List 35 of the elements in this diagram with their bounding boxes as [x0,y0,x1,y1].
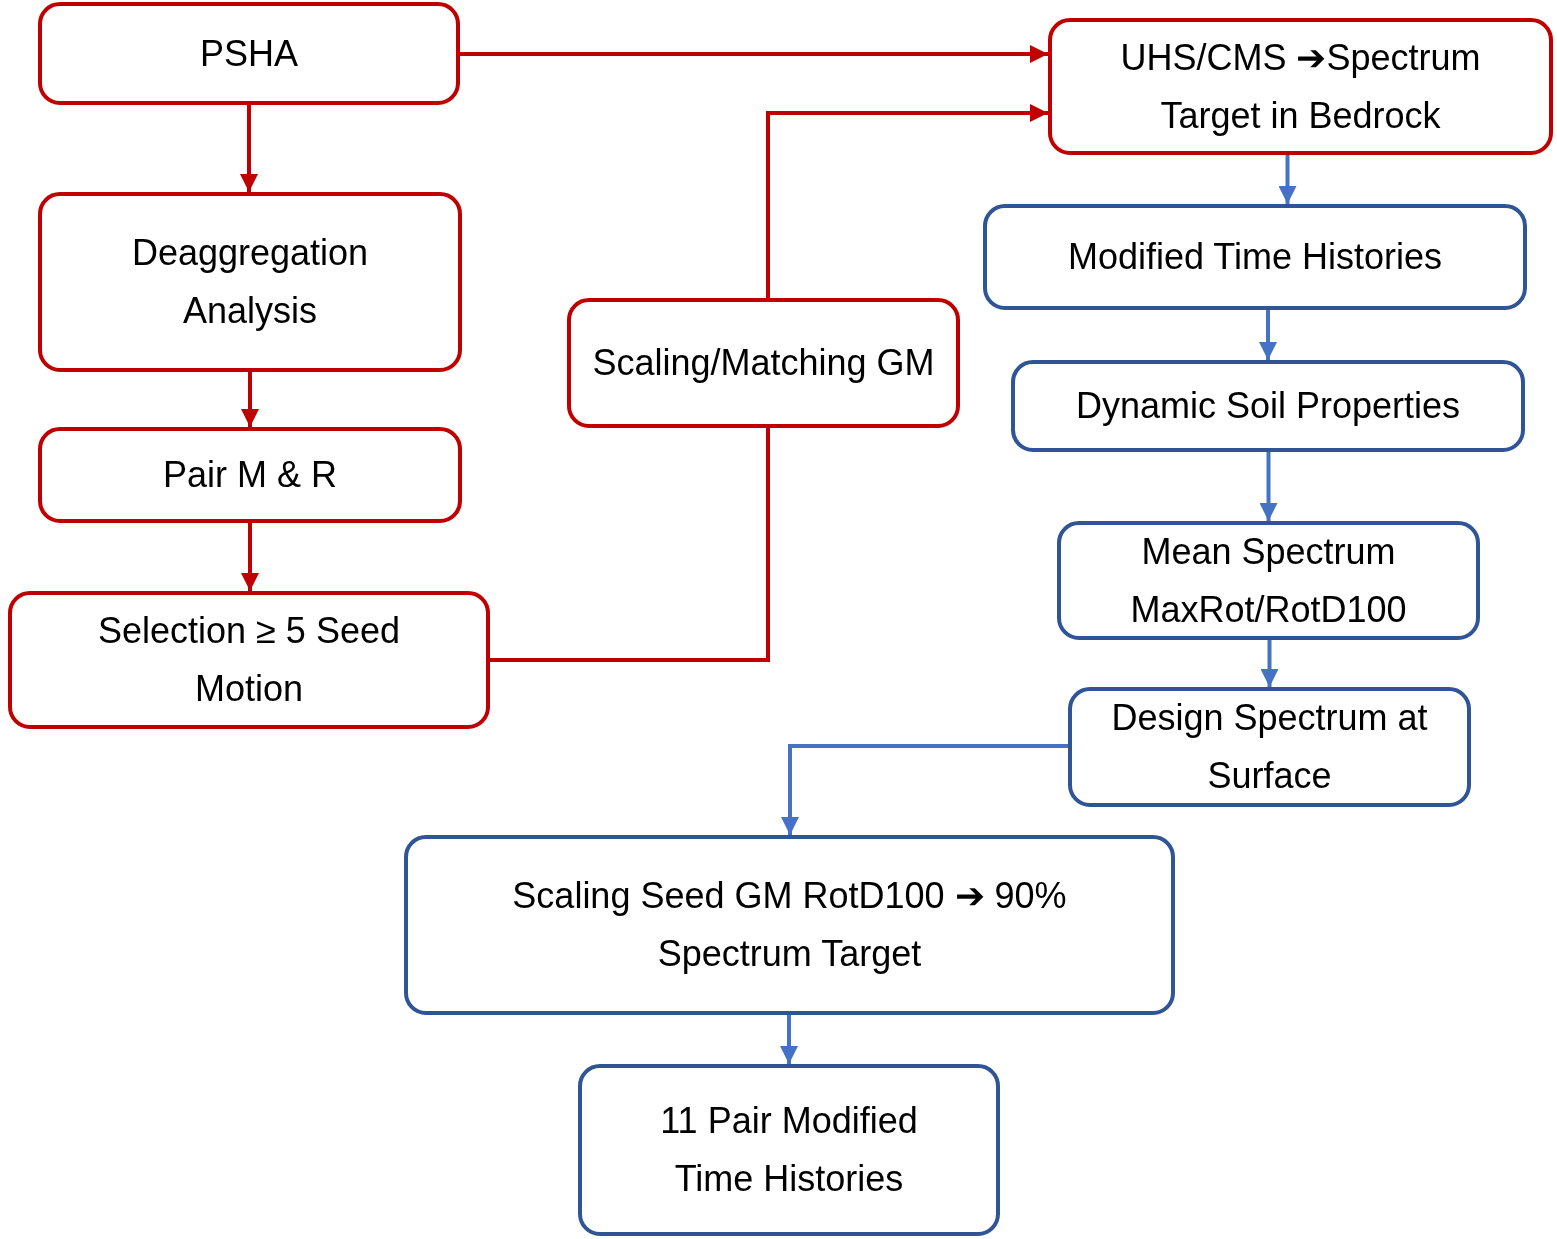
arrow [1278,155,1297,204]
process-box [983,204,1527,310]
process-box [38,427,462,523]
box-label: Dynamic Soil Properties [1075,384,1461,429]
process-box [567,298,960,428]
box-label: Design Spectrum at Surface [1110,696,1429,798]
arrow [1260,640,1279,687]
process-box [8,591,490,729]
box-label: Selection ≥ 5 Seed Motion [97,609,401,711]
box-label: Pair M & R [163,453,337,498]
box-label: UHS/CMS ➔Spectrum Target in Bedrock [1119,35,1482,138]
arrow [781,744,1068,835]
box-label: Scaling/Matching GM [592,341,935,386]
box-label: Deaggregation Analysis [130,231,370,333]
arrow [241,523,259,591]
process-box [1068,687,1471,807]
arrow [766,104,1048,298]
arrow [1259,452,1278,521]
box-label: 11 Pair Modified Time Histories [659,1099,919,1201]
process-box [1057,521,1480,640]
arrow [240,105,258,192]
box-label: PSHA [199,31,298,76]
box-label: Scaling Seed GM RotD100 ➔ 90% Spectrum Target [511,874,1068,976]
arrow [241,372,259,427]
process-box [578,1064,1000,1236]
process-box [38,2,460,105]
arrow [460,45,1048,63]
arrow [1259,310,1277,360]
process-box [1048,18,1553,155]
arrow [780,1015,798,1064]
process-box [404,835,1175,1015]
process-box [38,192,462,372]
process-box [1011,360,1525,452]
box-label: Modified Time Histories [1067,235,1443,280]
box-label: Mean Spectrum MaxRot/RotD100 [1129,529,1408,632]
